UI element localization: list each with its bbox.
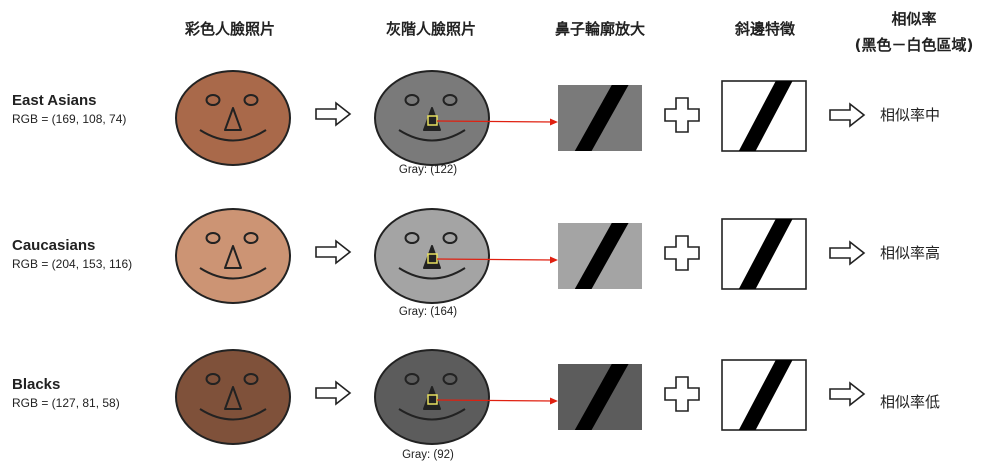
gray-face-blacks-mouth — [398, 408, 466, 421]
gray-face-east-asians-mouth — [398, 129, 466, 142]
gray-face-east-asians-nose-highlight-box — [427, 115, 438, 126]
connector-arrowhead-east-asians — [550, 118, 558, 126]
gray-face-blacks-nose-highlight-box — [427, 394, 438, 405]
connector-line-caucasians — [436, 258, 555, 261]
plus-icon — [664, 97, 700, 133]
right-arrow-icon — [315, 101, 352, 127]
header-nose-zoom: 鼻子輪廓放大 — [554, 20, 646, 38]
header-edge-feature: 斜邊特徵 — [734, 20, 796, 38]
gray-face-caucasians-nose-highlight-box — [427, 253, 438, 264]
color-face-east-asians-mouth — [199, 129, 267, 142]
gray-face-blacks-left-eye — [404, 373, 420, 385]
color-face-east-asians-right-eye — [243, 94, 259, 106]
gray-value-east-asians: Gray: (122) — [398, 164, 458, 176]
header-gray-photo: 灰階人臉照片 — [385, 20, 477, 38]
group-name-caucasians: Caucasians — [12, 237, 96, 254]
color-face-blacks-left-eye — [205, 373, 221, 385]
color-face-east-asians-left-eye — [205, 94, 221, 106]
nose-zoom-stripe-caucasians — [574, 223, 629, 289]
color-face-east-asians — [175, 70, 291, 166]
nose-zoom-stripe-east-asians — [574, 85, 629, 151]
group-name-east-asians: East Asians — [12, 92, 97, 109]
plus-icon — [664, 235, 700, 271]
right-arrow-icon — [829, 381, 866, 407]
color-face-east-asians-nose — [224, 107, 242, 131]
connector-arrowhead-blacks — [550, 397, 558, 405]
right-arrow-icon — [315, 239, 352, 265]
edge-feature-stripe-blacks — [738, 360, 793, 430]
color-face-caucasians-left-eye — [205, 232, 221, 244]
color-face-caucasians-nose — [224, 245, 242, 269]
edge-feature-stripe-caucasians — [738, 219, 793, 289]
gray-value-blacks: Gray: (92) — [402, 449, 454, 461]
gray-face-caucasians-right-eye — [442, 232, 458, 244]
header-similarity-sub: (黑色－白色區域) — [854, 36, 974, 54]
nose-zoom-stripe-blacks — [574, 364, 629, 430]
color-face-blacks-nose — [224, 386, 242, 410]
gray-face-blacks-right-eye — [442, 373, 458, 385]
color-face-caucasians-right-eye — [243, 232, 259, 244]
header-color-photo: 彩色人臉照片 — [184, 20, 276, 38]
right-arrow-icon — [829, 240, 866, 266]
right-arrow-icon — [315, 380, 352, 406]
gray-face-caucasians-left-eye — [404, 232, 420, 244]
plus-icon — [664, 376, 700, 412]
color-face-caucasians — [175, 208, 291, 304]
result-blacks: 相似率低 — [880, 393, 941, 411]
right-arrow-icon — [829, 102, 866, 128]
color-face-blacks-right-eye — [243, 373, 259, 385]
color-face-blacks — [175, 349, 291, 445]
connector-line-blacks — [436, 399, 555, 402]
gray-face-east-asians-left-eye — [404, 94, 420, 106]
group-name-blacks: Blacks — [12, 376, 61, 393]
connector-arrowhead-caucasians — [550, 256, 558, 264]
gray-face-east-asians-right-eye — [442, 94, 458, 106]
edge-feature-stripe-east-asians — [738, 81, 793, 151]
color-face-caucasians-mouth — [199, 267, 267, 280]
gray-face-caucasians-mouth — [398, 267, 466, 280]
color-face-blacks-mouth — [199, 408, 267, 421]
header-similarity: 相似率 — [891, 10, 937, 28]
gray-value-caucasians: Gray: (164) — [398, 306, 458, 318]
connector-line-east-asians — [436, 120, 555, 123]
result-east-asians: 相似率中 — [880, 106, 941, 124]
result-caucasians: 相似率高 — [880, 244, 941, 262]
group-rgb-caucasians: RGB = (204, 153, 116) — [12, 257, 133, 271]
group-rgb-east-asians: RGB = (169, 108, 74) — [12, 112, 127, 126]
group-rgb-blacks: RGB = (127, 81, 58) — [12, 396, 120, 410]
